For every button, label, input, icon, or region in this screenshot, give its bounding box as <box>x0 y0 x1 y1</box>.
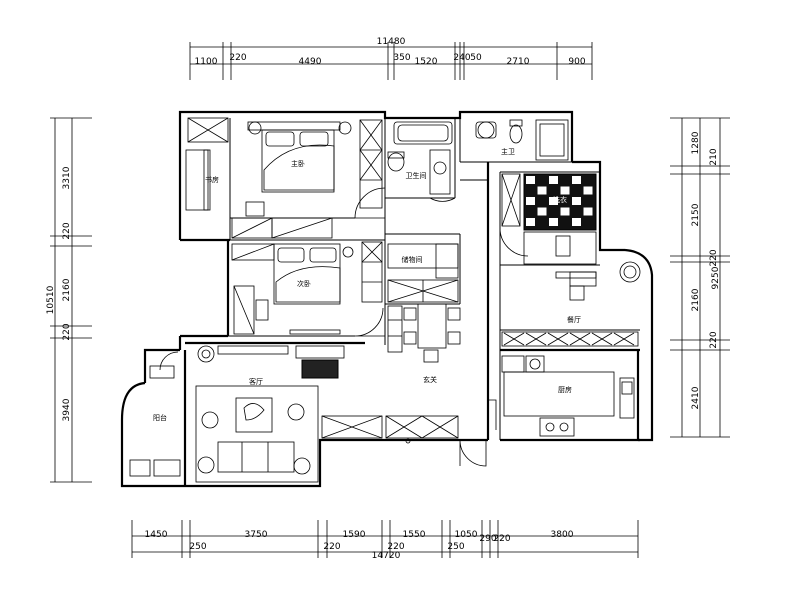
second-bedroom-label: 次卧 <box>297 279 311 288</box>
living-room: 客厅 <box>195 345 345 483</box>
interior-walls <box>228 118 640 440</box>
bottom-sub-1: 250 <box>189 542 206 552</box>
top-dim-4: 350 <box>393 53 410 63</box>
kitchen: 厨房 <box>501 331 639 437</box>
foyer: 玄关 <box>321 375 459 444</box>
right-dim-5: 2160 <box>691 288 701 311</box>
bottom-sub-2: 220 <box>323 542 340 552</box>
left-dim-5: 3940 <box>62 398 72 421</box>
floor-tile <box>560 207 570 216</box>
bottom-dim-1: 1450 <box>145 530 168 540</box>
study-label: 书房 <box>205 175 219 184</box>
right-dim-7: 2410 <box>691 386 701 409</box>
floor-tile <box>549 218 558 226</box>
exterior-walls <box>120 110 654 488</box>
balcony: 阳台 <box>129 365 181 477</box>
dimension-tick <box>547 332 569 346</box>
floor-tile <box>526 176 535 184</box>
kitchen-label: 厨房 <box>558 385 572 394</box>
top-dim-2: 220 <box>229 53 246 63</box>
bottom-sub-3: 220 <box>387 542 404 552</box>
foyer-label: 玄关 <box>423 375 437 384</box>
top-dim-9: 900 <box>568 57 585 67</box>
bottom-dim-5: 1050 <box>455 530 478 540</box>
left-dim-4: 220 <box>62 323 72 340</box>
bottom-sub-6: 220 <box>493 534 510 544</box>
top-dim-1: 1100 <box>195 57 218 67</box>
dimension-tick <box>525 332 547 346</box>
floor-tile <box>572 197 581 205</box>
second-bedroom: 次卧 <box>231 241 383 335</box>
floor-tile <box>572 218 581 226</box>
bottom-dim-4: 1550 <box>403 530 426 540</box>
bottom-dim-3: 1590 <box>343 530 366 540</box>
left-total-dimension: 10510 <box>46 285 56 314</box>
top-dim-7: 50 <box>470 53 482 63</box>
left-dim-1: 3310 <box>62 166 72 189</box>
floor-tile <box>537 207 547 216</box>
top-dim-5: 1520 <box>415 57 438 67</box>
dimension-tick <box>569 332 591 346</box>
left-dim-2: 220 <box>62 222 72 239</box>
top-dim-3: 4490 <box>299 57 322 67</box>
bathroom-label: 卫生间 <box>406 171 427 180</box>
top-total-dimension: 11480 <box>377 37 406 47</box>
bottom-dim-2: 3750 <box>245 530 268 540</box>
dimension-tick <box>613 332 635 346</box>
dining-area: 餐厅 <box>387 261 641 363</box>
left-dim-3: 2160 <box>62 278 72 301</box>
right-dim-3: 2150 <box>691 203 701 226</box>
balcony-label: 阳台 <box>153 413 167 422</box>
bottom-sub-5: 290 <box>479 534 496 544</box>
floor-tile <box>526 197 535 205</box>
right-dim-4: 220 <box>709 249 719 266</box>
study: 书房 <box>205 175 219 184</box>
right-dim-2: 210 <box>709 148 719 165</box>
bottom-dimension-chain: 1450 3750 1590 1550 1050 3800 250 220 22… <box>131 520 639 561</box>
dimension-tick <box>503 332 525 346</box>
master-bedroom-label: 主卧 <box>291 159 305 168</box>
bottom-sub-4: 250 <box>447 542 464 552</box>
floor-tile <box>549 176 558 184</box>
left-dimension-chain: 10510 3310 220 2160 220 3940 <box>46 117 92 483</box>
floor-tile <box>583 186 593 195</box>
floor-tile <box>537 186 547 195</box>
top-dim-8: 2710 <box>507 57 530 67</box>
master-bedroom: 主卧 <box>185 117 383 239</box>
living-room-label: 客厅 <box>249 377 263 386</box>
right-total-dimension: 9250 <box>711 266 721 289</box>
storage: 储物间 <box>387 243 459 303</box>
laundry: 洗衣 <box>501 173 597 265</box>
right-dim-6: 220 <box>709 331 719 348</box>
laundry-label: 洗衣 <box>553 195 567 204</box>
top-dim-6: 240 <box>453 53 470 63</box>
floor-tile <box>526 218 535 226</box>
bathroom: 卫生间 <box>387 121 453 195</box>
top-dimension-chain: 11480 1100 220 4490 350 1520 240 50 2710… <box>189 37 593 80</box>
right-dim-1: 1280 <box>691 131 701 154</box>
bottom-dim-6: 3800 <box>551 530 574 540</box>
storage-label: 储物间 <box>402 255 423 264</box>
master-bath: 主卫 <box>475 119 569 161</box>
master-bath-label: 主卫 <box>501 147 515 156</box>
floor-tile <box>549 197 558 205</box>
floor-tile <box>572 176 581 184</box>
right-dimension-chain: 1280 210 2150 220 2160 220 2410 9250 <box>670 117 730 438</box>
bottom-total-dimension: 14720 <box>372 551 401 561</box>
dimension-tick <box>591 332 613 346</box>
floor-tile <box>560 186 570 195</box>
dining-room-label: 餐厅 <box>567 315 581 324</box>
floor-tile <box>583 207 593 216</box>
